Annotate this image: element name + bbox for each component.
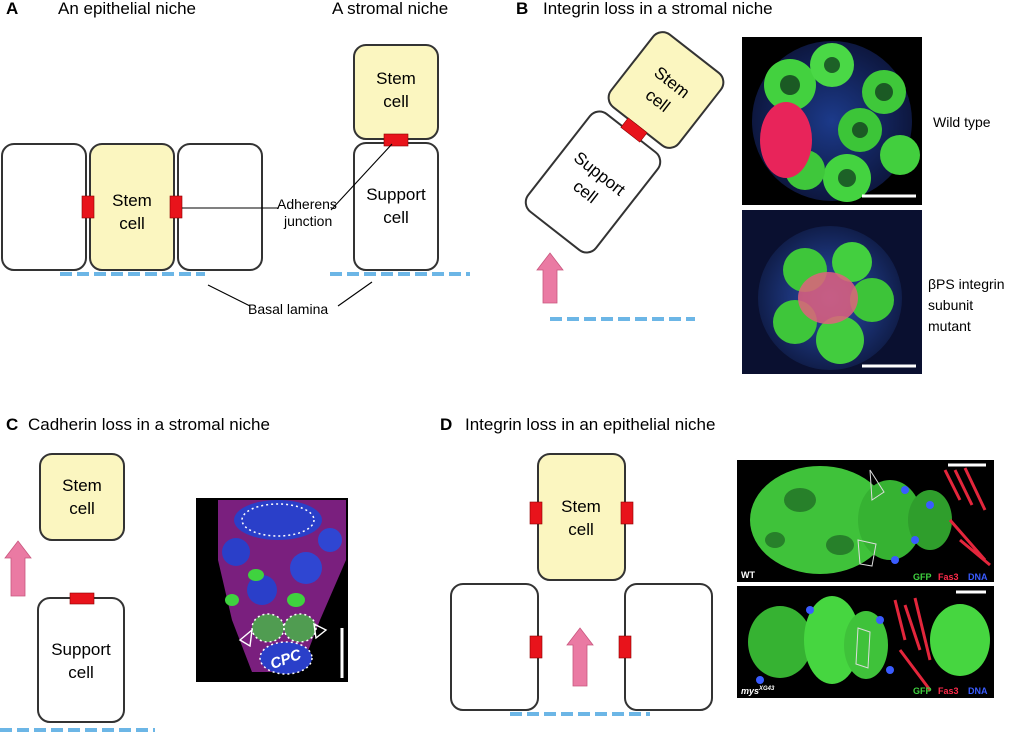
adherens-junction-right <box>169 195 183 219</box>
wt-legend-gfp: GFP <box>913 572 932 582</box>
panel-d-stem-junction-right <box>620 501 634 525</box>
mutant-genotype-superscript: XG43 <box>758 686 775 692</box>
panel-b-title: Integrin loss in a stromal niche <box>543 0 773 18</box>
micrograph-integrin-mutant <box>742 210 922 374</box>
panel-c-up-arrow <box>4 540 32 597</box>
adherens-junction-stromal <box>383 133 409 147</box>
panel-c-stem-label-2: cell <box>69 499 95 518</box>
wt-legend-dna: DNA <box>968 572 988 582</box>
panel-a-epithelial-title: An epithelial niche <box>58 0 196 18</box>
panel-c: C Cadherin loss in a stromal niche Stem … <box>0 415 348 732</box>
panel-c-stem-label-1: Stem <box>62 476 102 495</box>
panel-c-letter: C <box>6 415 18 434</box>
mys-legend-gfp: GFP <box>913 686 932 696</box>
arrowhead-right <box>313 622 328 640</box>
epithelial-neighbor-cell-left <box>1 143 87 271</box>
panel-d: D Integrin loss in an epithelial niche S… <box>440 415 994 716</box>
tilted-support-cell: Support cell <box>524 110 662 254</box>
adherens-label-2: junction <box>283 213 332 229</box>
panel-b-up-arrow <box>536 252 564 304</box>
panel-a: A An epithelial niche A stromal niche St… <box>1 0 470 317</box>
adherens-leader-line-2 <box>330 143 393 211</box>
panel-c-support-label-1: Support <box>51 640 111 659</box>
adherens-junction-left <box>81 195 95 219</box>
wt-legend-fas3: Fas3 <box>938 572 959 582</box>
panel-d-neighbor-junction-left <box>529 635 543 659</box>
mutant-label-2: subunit <box>928 297 973 313</box>
panel-c-junction <box>69 592 95 605</box>
panel-d-letter: D <box>440 415 452 434</box>
stromal-support-label-2: cell <box>383 208 409 227</box>
panel-a-stromal-title: A stromal niche <box>332 0 448 18</box>
stromal-support-label-1: Support <box>366 185 426 204</box>
panel-d-neighbor-cell-right <box>624 583 713 711</box>
basal-lamina-label: Basal lamina <box>248 301 328 317</box>
micrograph-cadherin: CPC <box>196 498 348 682</box>
mutant-genotype-label: mysXG43 <box>741 686 775 696</box>
panel-b-letter: B <box>516 0 528 18</box>
stromal-support-cell <box>353 142 439 271</box>
micrograph-wild-type <box>742 37 922 205</box>
panel-d-stem-cell <box>537 453 626 581</box>
panel-b: B Integrin loss in a stromal niche Stem … <box>516 0 1005 374</box>
micrograph-mys <box>737 586 994 698</box>
panel-d-stem-label-2: cell <box>568 520 594 539</box>
arrowhead-left <box>238 628 253 648</box>
mutant-genotype-base: mys <box>741 686 759 696</box>
panel-d-neighbor-junction-right <box>618 635 632 659</box>
stromal-stem-label-2: cell <box>383 92 409 111</box>
panel-b-junction <box>620 117 648 143</box>
panel-d-title: Integrin loss in an epithelial niche <box>465 415 715 434</box>
epithelial-neighbor-cell-right <box>177 143 263 271</box>
mys-legend-fas3: Fas3 <box>938 686 959 696</box>
wt-label: WT <box>741 570 755 580</box>
epithelial-stem-label-1: Stem <box>112 191 152 210</box>
panel-c-support-cell <box>37 597 125 723</box>
panel-c-title: Cadherin loss in a stromal niche <box>28 415 270 434</box>
mutant-label-3: mutant <box>928 318 971 334</box>
mutant-label-1: βPS integrin <box>928 276 1005 292</box>
panel-d-stem-junction-left <box>529 501 543 525</box>
epithelial-stem-label-2: cell <box>119 214 145 233</box>
panel-d-up-arrow <box>566 627 594 687</box>
stromal-stem-label-1: Stem <box>376 69 416 88</box>
lamina-leader-line-1 <box>207 284 251 307</box>
mys-legend-dna: DNA <box>968 686 988 696</box>
adherens-label-1: Adherens <box>277 196 337 212</box>
micrograph-wt <box>737 460 994 582</box>
panel-a-letter: A <box>6 0 18 18</box>
lamina-leader-line-2 <box>337 281 373 307</box>
panel-c-support-label-2: cell <box>68 663 94 682</box>
panel-d-stem-label-1: Stem <box>561 497 601 516</box>
wild-type-label: Wild type <box>933 114 991 130</box>
panel-c-stem-cell <box>39 453 125 541</box>
panel-d-neighbor-cell-left <box>450 583 539 711</box>
